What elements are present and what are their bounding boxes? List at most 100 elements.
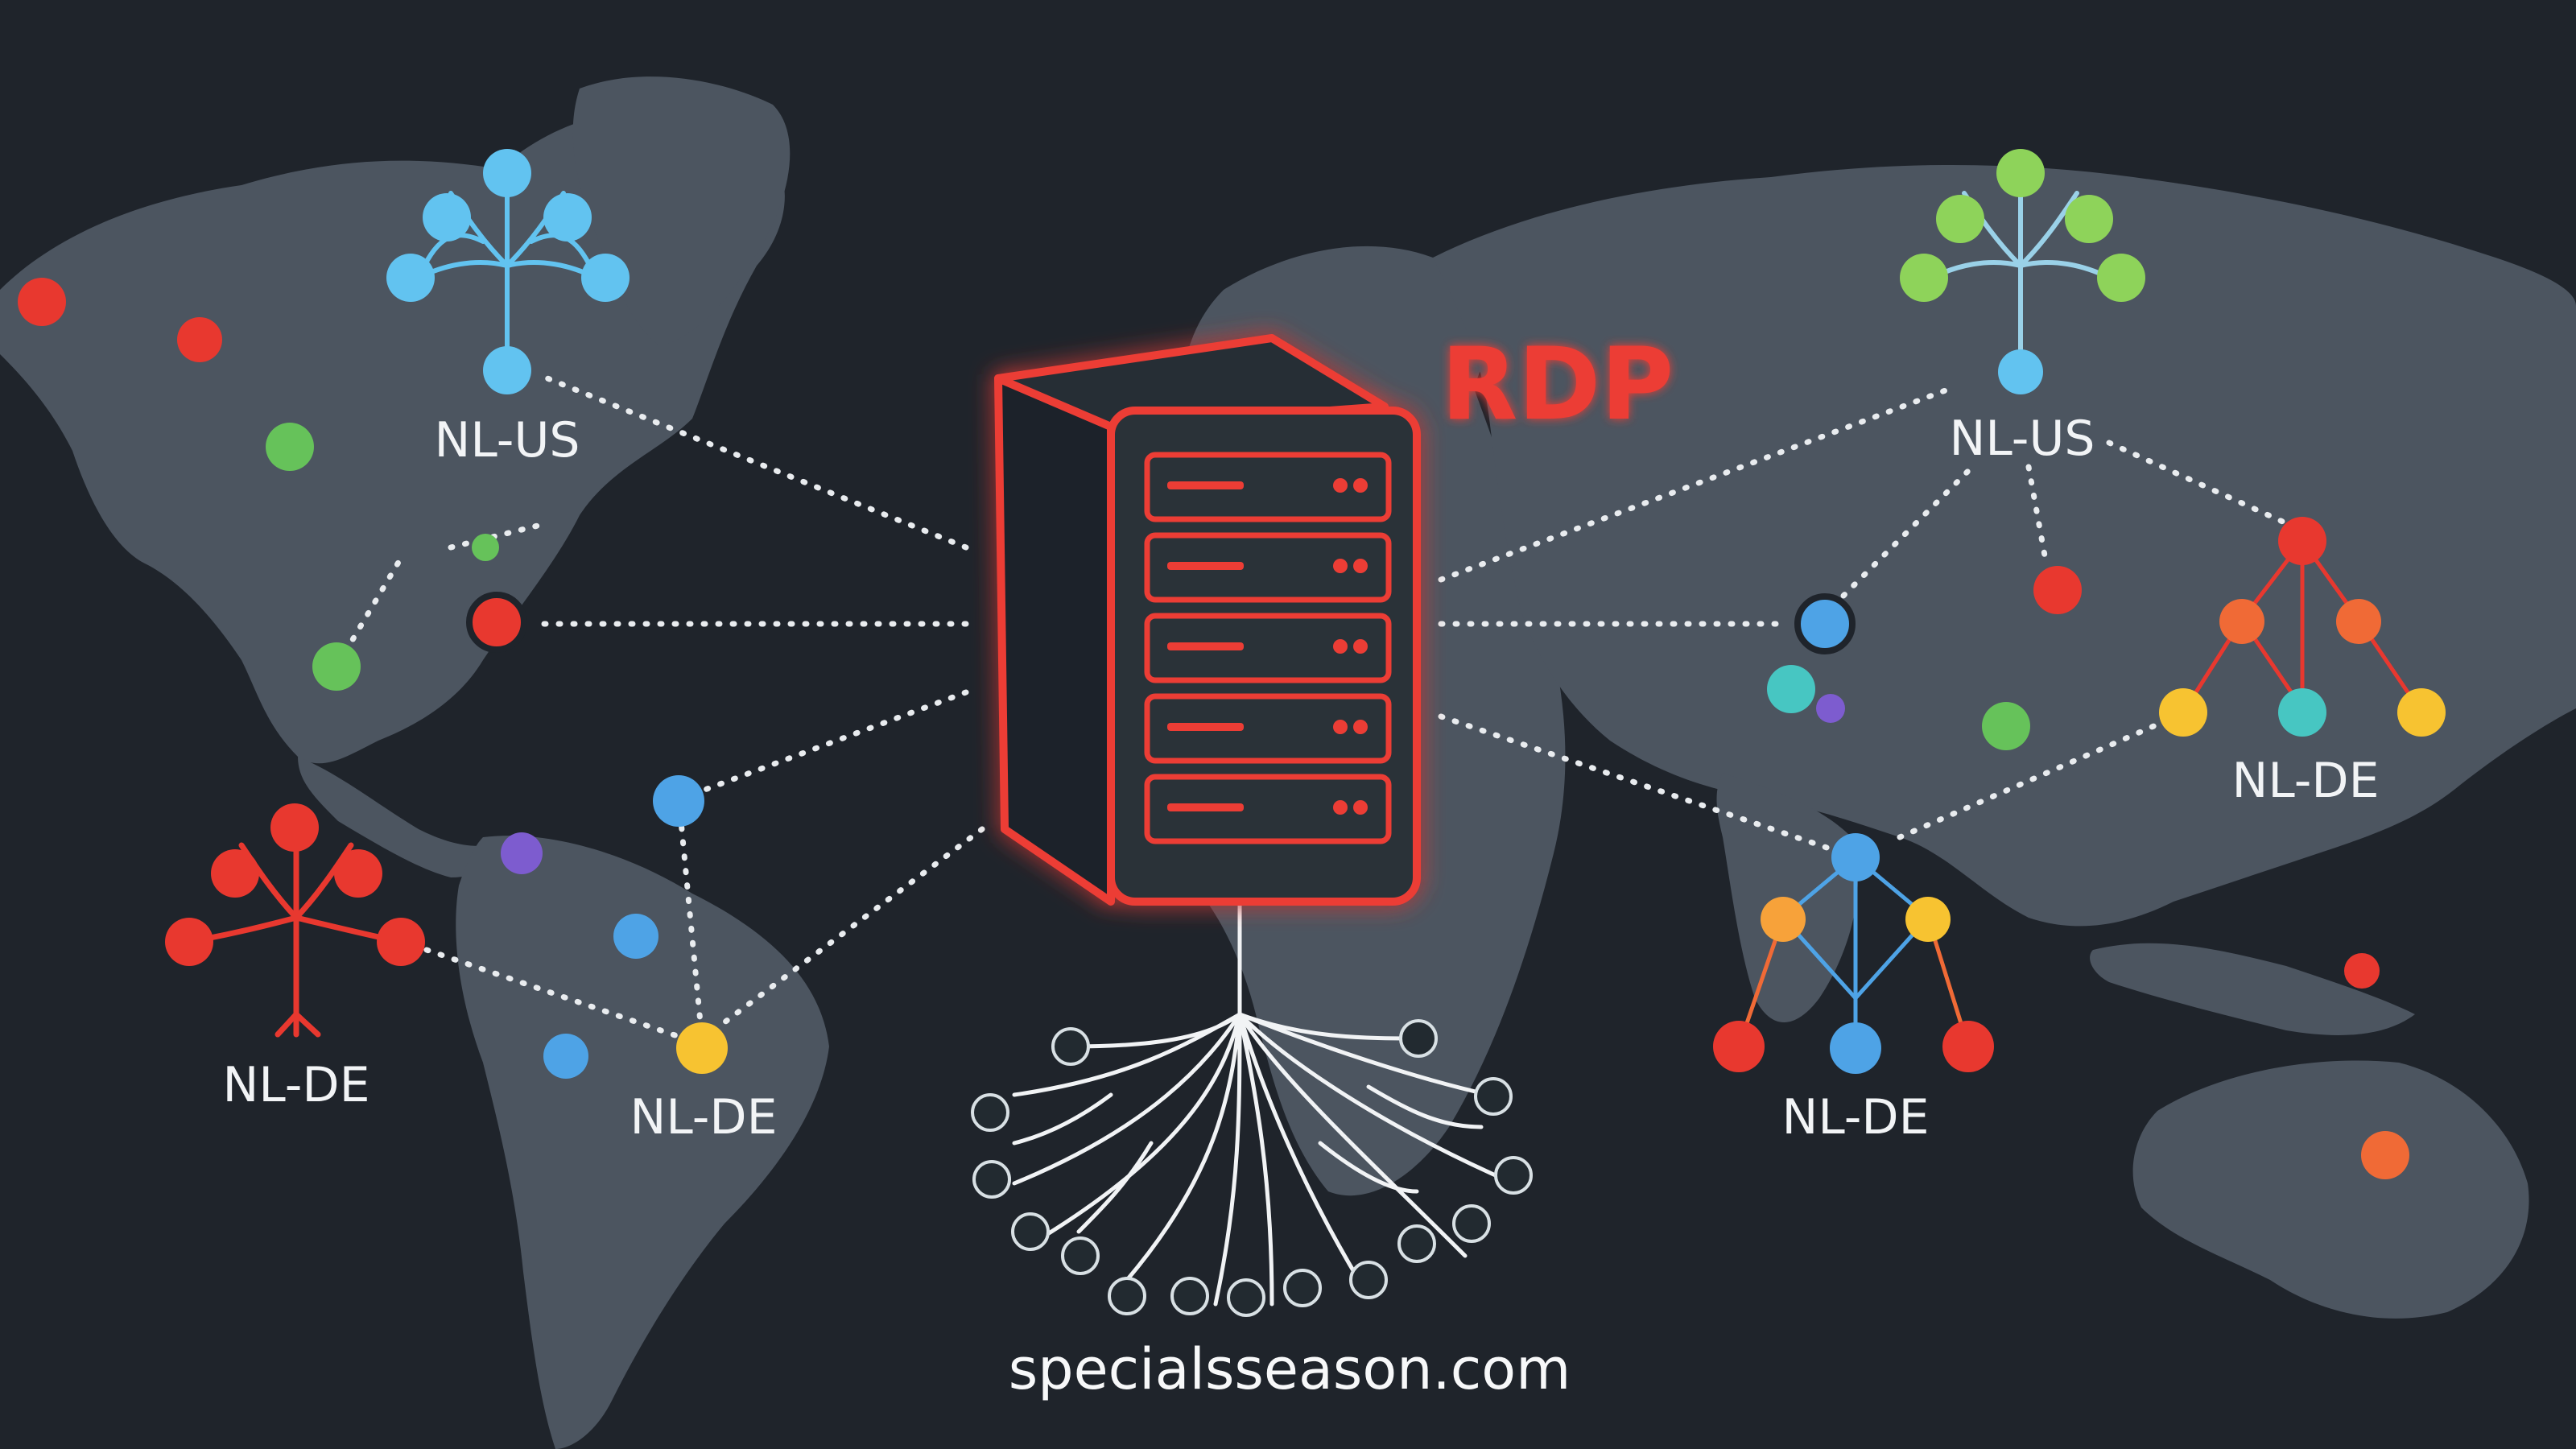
dot-na-red-east <box>466 592 527 653</box>
tree-node-left-upper <box>423 193 471 242</box>
hub-asia-us[interactable]: NL-US <box>1900 149 2145 467</box>
network-node-right <box>1905 897 1951 942</box>
tree-node-top <box>270 803 319 852</box>
network-node-right <box>2336 599 2381 644</box>
southeast-asia-islands <box>2090 943 2415 1035</box>
tree-node-left <box>386 254 435 302</box>
root-leaf <box>1452 1204 1491 1243</box>
location-dots <box>18 278 2409 1179</box>
tree-node-right-upper <box>543 193 592 242</box>
line-server-to-na-us <box>544 375 969 551</box>
root-leaf <box>1061 1236 1100 1275</box>
network-node-top <box>2278 517 2326 565</box>
line-na-cyan <box>448 520 551 551</box>
server-drive-bay-2 <box>1144 532 1392 603</box>
dot-sa-blue-low <box>543 1034 588 1079</box>
rdp-title: RDP <box>1441 327 1674 443</box>
dot-asia-green <box>1982 702 2030 750</box>
tree-node-top <box>483 149 531 197</box>
dot-sa-blue-north <box>653 775 704 827</box>
line-server-to-sa-blue <box>693 689 969 796</box>
dot-sa-blue-mid <box>613 914 658 959</box>
root-leaf <box>1474 1077 1513 1116</box>
dot-asia-blue-center <box>1794 593 1856 654</box>
dot-asia-teal <box>1767 665 1815 713</box>
dot-asia-purple <box>1816 694 1845 723</box>
root-leaf <box>1283 1269 1322 1307</box>
hub-label: NL-US <box>435 412 580 469</box>
network-node-bottom-right <box>1942 1021 1994 1072</box>
network-node-top <box>1831 833 1880 881</box>
dot-canada-red <box>177 317 222 362</box>
server-front-panel <box>1107 407 1421 906</box>
hub-label: NL-DE <box>222 1057 369 1113</box>
server-side-panel <box>994 374 1115 906</box>
network-tree-icon <box>186 826 404 1038</box>
line-asia-blue-to-us <box>1840 464 1975 599</box>
network-node-bottom-left <box>1713 1021 1765 1072</box>
tree-node-left-upper <box>211 849 259 898</box>
hub-india-de[interactable]: NL-DE <box>1713 833 1994 1146</box>
root-leaf <box>1494 1156 1533 1195</box>
tree-node-right-upper <box>2065 195 2113 243</box>
tree-node-right-upper <box>334 849 382 898</box>
root-leaf <box>1399 1019 1438 1058</box>
root-leaf <box>1227 1278 1265 1317</box>
root-leaf <box>1349 1261 1388 1299</box>
root-leaf <box>1397 1224 1436 1263</box>
hub-label: NL-DE <box>630 1089 777 1146</box>
hub-label: NL-DE <box>2231 753 2379 809</box>
network-node-bottom-right <box>2397 688 2446 737</box>
root-leaf <box>1108 1277 1146 1315</box>
root-network-icon <box>971 899 1533 1317</box>
hub-label: NL-DE <box>1781 1089 1929 1146</box>
server-rack-icon[interactable] <box>994 334 1421 906</box>
server-drive-bay-4 <box>1144 693 1392 764</box>
root-leaf <box>1011 1212 1050 1251</box>
root-leaf <box>1170 1277 1209 1315</box>
dot-na-green-south <box>312 642 361 691</box>
tree-node-left-upper <box>1936 195 1984 243</box>
connection-lines <box>335 375 2289 1042</box>
root-leaf <box>971 1093 1009 1132</box>
line-server-to-india <box>1438 713 1847 857</box>
dot-australia-orange <box>2361 1131 2409 1179</box>
website-domain: specialsseason.com <box>1009 1336 1571 1402</box>
root-leaf <box>1051 1027 1090 1066</box>
server-drive-bay-1 <box>1144 452 1392 522</box>
server-drive-bay-3 <box>1144 613 1392 683</box>
root-leaf <box>972 1160 1011 1199</box>
line-asia-us-to-red <box>2025 464 2048 559</box>
tree-node-left <box>165 918 213 966</box>
line-na-green-to-red <box>335 552 406 667</box>
dot-sa-purple <box>501 832 543 874</box>
hub-east-de[interactable]: NL-DE <box>2159 517 2446 809</box>
south-america-landmass <box>456 836 829 1449</box>
line-asia-us-to-east <box>2106 440 2289 526</box>
hub-label: NL-US <box>1950 411 2095 467</box>
dot-alaska-red <box>18 278 66 326</box>
hub-na-us[interactable]: NL-US <box>386 149 630 469</box>
tree-node-right <box>581 254 630 302</box>
hub-node <box>676 1022 728 1074</box>
network-node-left <box>2219 599 2264 644</box>
line-india-to-east <box>1897 721 2161 840</box>
central-america-landmass <box>298 757 515 877</box>
dot-na-green-north <box>266 423 314 471</box>
tree-node-left <box>1900 254 1948 302</box>
network-node-bottom-left <box>2159 688 2207 737</box>
hub-sa-de[interactable]: NL-DE <box>630 1022 778 1146</box>
network-node-bottom-center <box>2278 688 2326 737</box>
dot-na-green-small <box>472 534 499 561</box>
dot-pacific-red <box>2344 953 2380 989</box>
tree-node-right <box>2097 254 2145 302</box>
tree-node-top <box>1996 149 2045 197</box>
server-drive-bay-5 <box>1144 774 1392 844</box>
network-tree-icon <box>1930 171 2112 373</box>
tree-node-root <box>483 346 531 394</box>
network-node-left <box>1761 897 1806 942</box>
network-node-bottom-center <box>1830 1022 1881 1074</box>
hub-sa-de-left[interactable]: NL-DE <box>165 803 425 1113</box>
